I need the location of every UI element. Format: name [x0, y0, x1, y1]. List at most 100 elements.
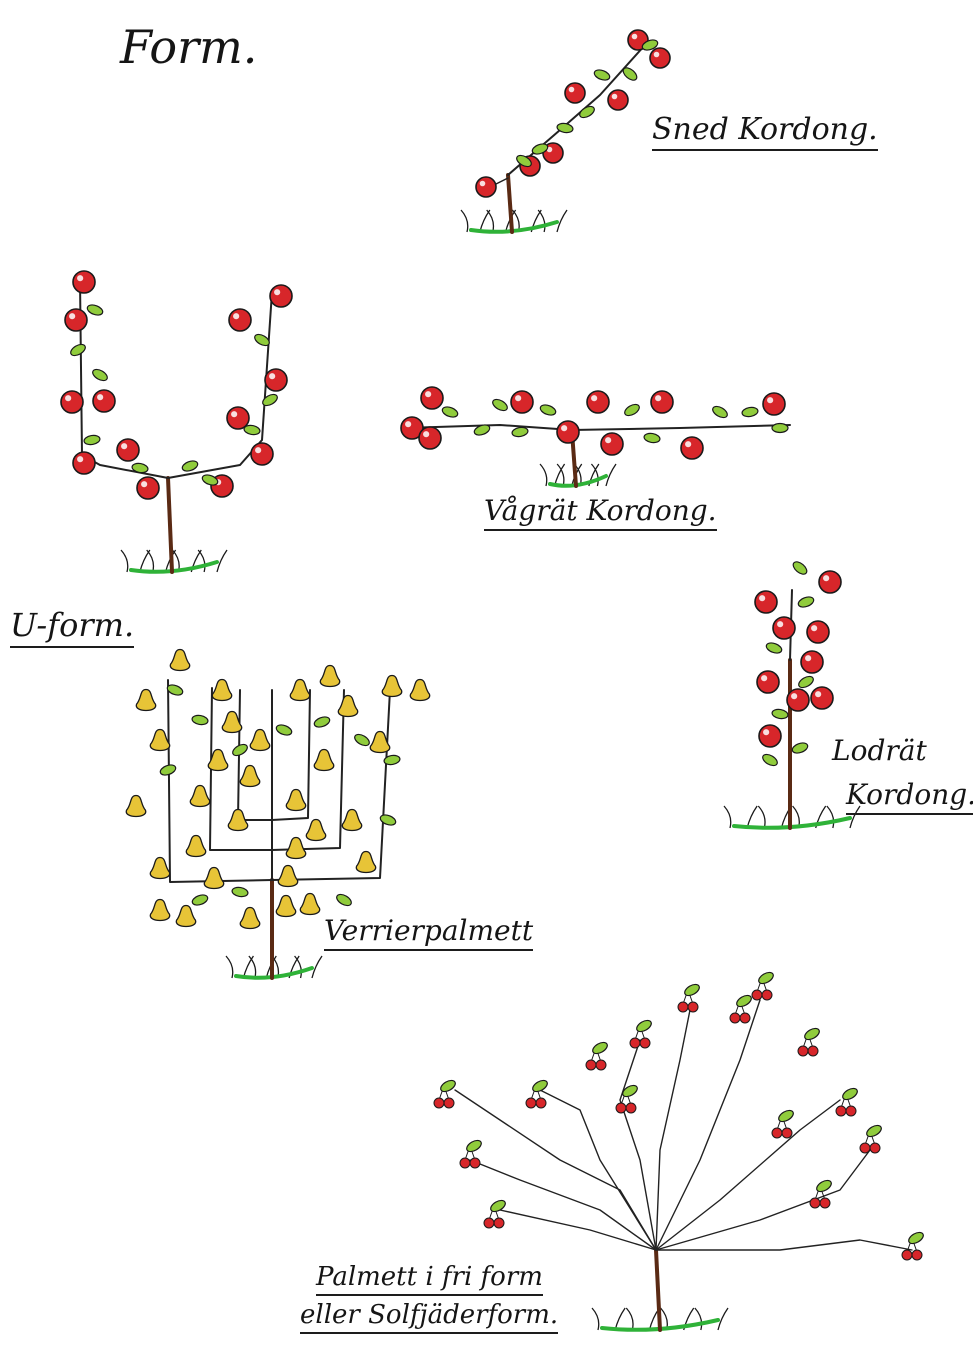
apple-highlight	[480, 181, 486, 187]
grass-strokes	[461, 210, 567, 232]
branch	[656, 1150, 870, 1250]
leaf	[335, 892, 353, 908]
leaf	[643, 432, 660, 444]
cherry	[640, 1038, 650, 1048]
cherry	[616, 1103, 626, 1113]
leaf	[578, 104, 596, 120]
cherry	[912, 1250, 922, 1260]
cherry	[836, 1106, 846, 1116]
apple-highlight	[561, 425, 567, 431]
pear	[410, 680, 429, 701]
leaf	[69, 342, 87, 358]
apple-highlight	[77, 456, 83, 462]
leaf	[313, 715, 331, 729]
pear	[306, 820, 325, 841]
cherry	[626, 1103, 636, 1113]
leaf	[353, 732, 371, 748]
apple-highlight	[274, 289, 280, 295]
leaf	[741, 406, 758, 418]
leaf	[201, 473, 219, 487]
apple	[681, 437, 703, 459]
leaf	[379, 813, 397, 827]
leaf	[797, 674, 815, 690]
leaf	[86, 303, 104, 317]
leaf	[539, 403, 557, 417]
cherry	[740, 1013, 750, 1023]
apple-highlight	[654, 52, 660, 58]
leaf	[791, 559, 809, 576]
verrierpalmett-label: Verrierpalmett	[324, 914, 533, 951]
vagratt-kordong-tree	[401, 387, 790, 486]
pear	[186, 836, 205, 857]
apple	[650, 48, 670, 68]
apple	[819, 571, 841, 593]
cherry	[586, 1060, 596, 1070]
apple	[251, 443, 273, 465]
pear	[286, 790, 305, 811]
pear	[286, 838, 305, 859]
apple	[759, 725, 781, 747]
leaf	[797, 595, 815, 609]
u-form-tree	[61, 271, 292, 572]
apple	[565, 83, 585, 103]
cherry	[808, 1046, 818, 1056]
trunk	[168, 478, 172, 572]
apple	[419, 427, 441, 449]
apple-highlight	[761, 675, 767, 681]
apple	[137, 477, 159, 499]
cherry	[762, 990, 772, 1000]
leaf	[181, 459, 199, 473]
apple-highlight	[141, 481, 147, 487]
apple	[93, 390, 115, 412]
apple-highlight	[685, 441, 691, 447]
apple	[557, 421, 579, 443]
cherry	[470, 1158, 480, 1168]
pear	[320, 666, 339, 687]
apple-highlight	[255, 447, 261, 453]
cherry	[526, 1098, 536, 1108]
apple-highlight	[97, 394, 103, 400]
trunk	[656, 1250, 660, 1330]
apple	[265, 369, 287, 391]
apple-highlight	[763, 729, 769, 735]
leaf	[593, 68, 611, 82]
cherry	[630, 1038, 640, 1048]
apple-highlight	[759, 595, 765, 601]
cherry	[782, 1128, 792, 1138]
lodratt-kordong-tree	[724, 559, 860, 828]
apple-highlight	[233, 313, 239, 319]
apple-highlight	[425, 391, 431, 397]
apple	[229, 309, 251, 331]
apple	[787, 689, 809, 711]
apple	[511, 391, 533, 413]
pear	[228, 810, 247, 831]
pear	[278, 866, 297, 887]
apple	[811, 687, 833, 709]
apple	[227, 407, 249, 429]
apple	[801, 651, 823, 673]
apple	[651, 391, 673, 413]
leaf	[491, 397, 509, 413]
branch	[238, 690, 272, 820]
cherry	[484, 1218, 494, 1228]
cherry	[772, 1128, 782, 1138]
cherry	[798, 1046, 808, 1056]
apple-highlight	[823, 575, 829, 581]
apple-highlight	[515, 395, 521, 401]
lodratt-kordong-label-line1: Lodrät	[832, 734, 927, 767]
cherry	[460, 1158, 470, 1168]
leaf	[243, 424, 260, 436]
apple-highlight	[77, 275, 83, 281]
pear	[150, 730, 169, 751]
apple	[608, 90, 628, 110]
apple-highlight	[767, 397, 773, 403]
pear	[240, 908, 259, 929]
leaf	[191, 714, 208, 726]
leaf	[191, 893, 209, 907]
apple	[773, 617, 795, 639]
apple	[61, 391, 83, 413]
pear	[170, 650, 189, 671]
branch	[540, 1090, 656, 1250]
pear	[240, 766, 259, 787]
apple	[270, 285, 292, 307]
